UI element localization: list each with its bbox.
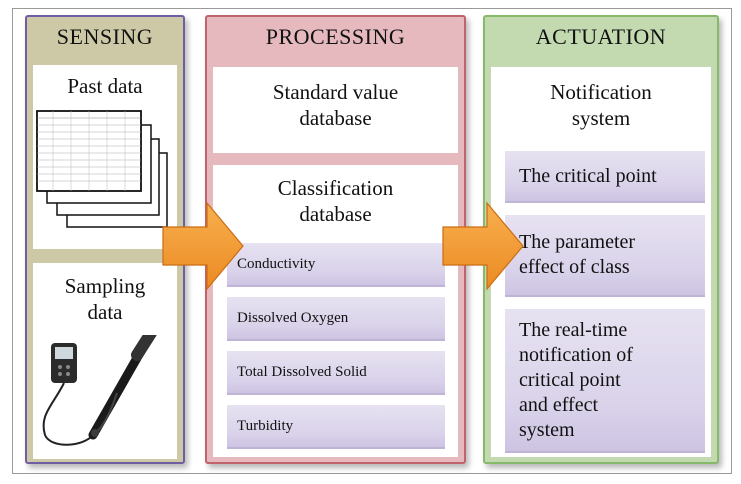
- standard-value-database-card: Standard value database: [213, 67, 458, 153]
- actuation-title: ACTUATION: [535, 24, 667, 49]
- parameter-effect-item: The parameter effect of class: [505, 215, 705, 297]
- sampling-data-label-line2: data: [87, 300, 123, 324]
- realtime-line4: and effect: [519, 393, 599, 416]
- processing-panel: PROCESSING Standard value database Class…: [205, 15, 466, 464]
- notification-system-card: Notification system The critical point T…: [491, 67, 711, 457]
- classification-db-line1: Classification: [277, 176, 394, 200]
- classification-db-line2: database: [299, 202, 372, 226]
- realtime-line3: critical point: [519, 368, 621, 391]
- critical-point-item: The critical point: [505, 151, 705, 203]
- parameter-dissolved-oxygen: Dissolved Oxygen: [227, 297, 445, 341]
- actuation-panel: ACTUATION Notification system The critic…: [483, 15, 719, 464]
- realtime-line2: notification of: [519, 343, 633, 366]
- spreadsheet-stack-icon: [36, 110, 168, 228]
- past-data-label: Past data: [67, 74, 143, 98]
- sensing-to-processing-arrow-icon: [162, 201, 244, 291]
- realtime-line1: The real-time: [519, 318, 628, 341]
- sampling-data-label-line1: Sampling: [64, 274, 146, 298]
- critical-point-text: The critical point: [519, 164, 657, 187]
- past-data-card: Past data: [33, 65, 177, 249]
- sensing-title: SENSING: [56, 24, 154, 49]
- notification-line2: system: [571, 106, 631, 130]
- standard-db-line2: database: [299, 106, 372, 130]
- classification-database-card: Classification database Conductivity Dis…: [213, 165, 458, 457]
- parameter-effect-line2: effect of class: [519, 256, 630, 278]
- standard-db-line1: Standard value: [272, 80, 399, 104]
- spreadsheet-sheet-front: [36, 110, 142, 192]
- sensing-panel: SENSING Past data: [25, 15, 185, 464]
- sampling-data-card: Sampling data: [33, 263, 177, 459]
- parameter-turbidity: Turbidity: [227, 405, 445, 449]
- processing-to-actuation-arrow-icon: [442, 201, 524, 291]
- water-quality-meter-icon: [42, 335, 157, 446]
- processing-title: PROCESSING: [265, 24, 406, 49]
- diagram-frame: SENSING Past data: [12, 8, 732, 474]
- parameter-effect-line1: The parameter: [519, 231, 636, 253]
- parameter-conductivity: Conductivity: [227, 243, 445, 287]
- parameter-total-dissolved-solid: Total Dissolved Solid: [227, 351, 445, 395]
- realtime-line5: system: [519, 418, 575, 441]
- realtime-notification-item: The real-time notification of critical p…: [505, 309, 705, 453]
- notification-line1: Notification: [550, 80, 652, 104]
